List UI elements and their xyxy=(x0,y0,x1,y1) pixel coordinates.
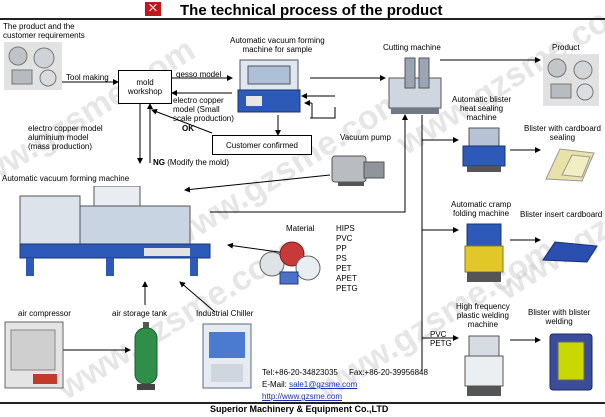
sample-machine-image xyxy=(237,59,301,113)
label-ng: NG (Modify the mold) xyxy=(153,158,230,167)
email-link[interactable]: sale1@gzsme.com xyxy=(289,380,358,389)
material-item: PET xyxy=(336,264,352,273)
label-tool-making: Tool making xyxy=(66,73,109,82)
label-material: Material xyxy=(286,224,315,233)
label-vacuum-pump: Vacuum pump xyxy=(340,133,391,142)
company-name: Superior Machinery & Equipment Co.,LTD xyxy=(210,404,389,414)
label-blister-insert: Blister insert cardboard xyxy=(520,210,603,219)
blister-insert-image xyxy=(542,241,598,263)
cramp-folding-machine-image xyxy=(464,223,504,282)
material-item: HIPS xyxy=(336,224,355,233)
label-cutting-machine: Cutting machine xyxy=(383,43,441,52)
label-air-tank: air storage tank xyxy=(112,309,168,318)
arrow-chiller xyxy=(179,281,216,313)
contact-email: E-Mail: sale1@gzsme.com xyxy=(262,380,358,389)
hf-welding-machine-image xyxy=(464,335,504,396)
arrow-machine-to-cutting xyxy=(210,114,408,213)
blister-welding-image xyxy=(549,333,593,391)
product-samples-image xyxy=(4,42,62,90)
customer-confirmed-box: Customer confirmed xyxy=(212,135,312,155)
material-item: PETG xyxy=(336,284,358,293)
website-link[interactable]: http://www.gzsme.com xyxy=(262,392,343,401)
label-auto-vac-machine: Automatic vacuum forming machine xyxy=(2,174,130,183)
arrow-ok xyxy=(151,108,213,134)
arrow-pump-to-machine xyxy=(184,174,331,193)
header-rule xyxy=(0,18,605,20)
product-image xyxy=(543,54,599,106)
heat-sealing-machine-image xyxy=(462,127,506,172)
air-compressor-image xyxy=(4,321,64,389)
chiller-image xyxy=(202,323,252,389)
material-rolls-image xyxy=(259,241,321,285)
label-chiller: Industrial Chiller xyxy=(196,309,254,318)
contact-tel: Tel:+86-20-34823035 xyxy=(262,368,338,377)
cardboard-sealing-image xyxy=(545,148,595,182)
vacuum-forming-machine-image xyxy=(19,186,211,276)
air-tank-image xyxy=(134,322,158,390)
contact-fax: Fax:+86-20-39956848 xyxy=(349,368,428,377)
cutting-machine-image xyxy=(388,57,442,114)
materials-list: HIPS PVC PP PS PET APET PETG xyxy=(336,224,358,294)
arrow-pump-feed xyxy=(310,107,336,119)
footer-rule xyxy=(0,402,605,404)
material-item: PVC xyxy=(336,234,353,243)
company-logo: ⛌ xyxy=(145,2,161,16)
vacuum-pump-image xyxy=(331,155,385,186)
material-item: APET xyxy=(336,274,357,283)
label-gesso-model: gesso model xyxy=(176,70,222,79)
material-item: PP xyxy=(336,244,347,253)
label-air-compressor: air compressor xyxy=(18,309,71,318)
page-title: The technical process of the product xyxy=(180,2,443,19)
label-product: Product xyxy=(552,43,580,52)
label-ok: OK xyxy=(182,124,194,133)
material-item: PS xyxy=(336,254,347,263)
